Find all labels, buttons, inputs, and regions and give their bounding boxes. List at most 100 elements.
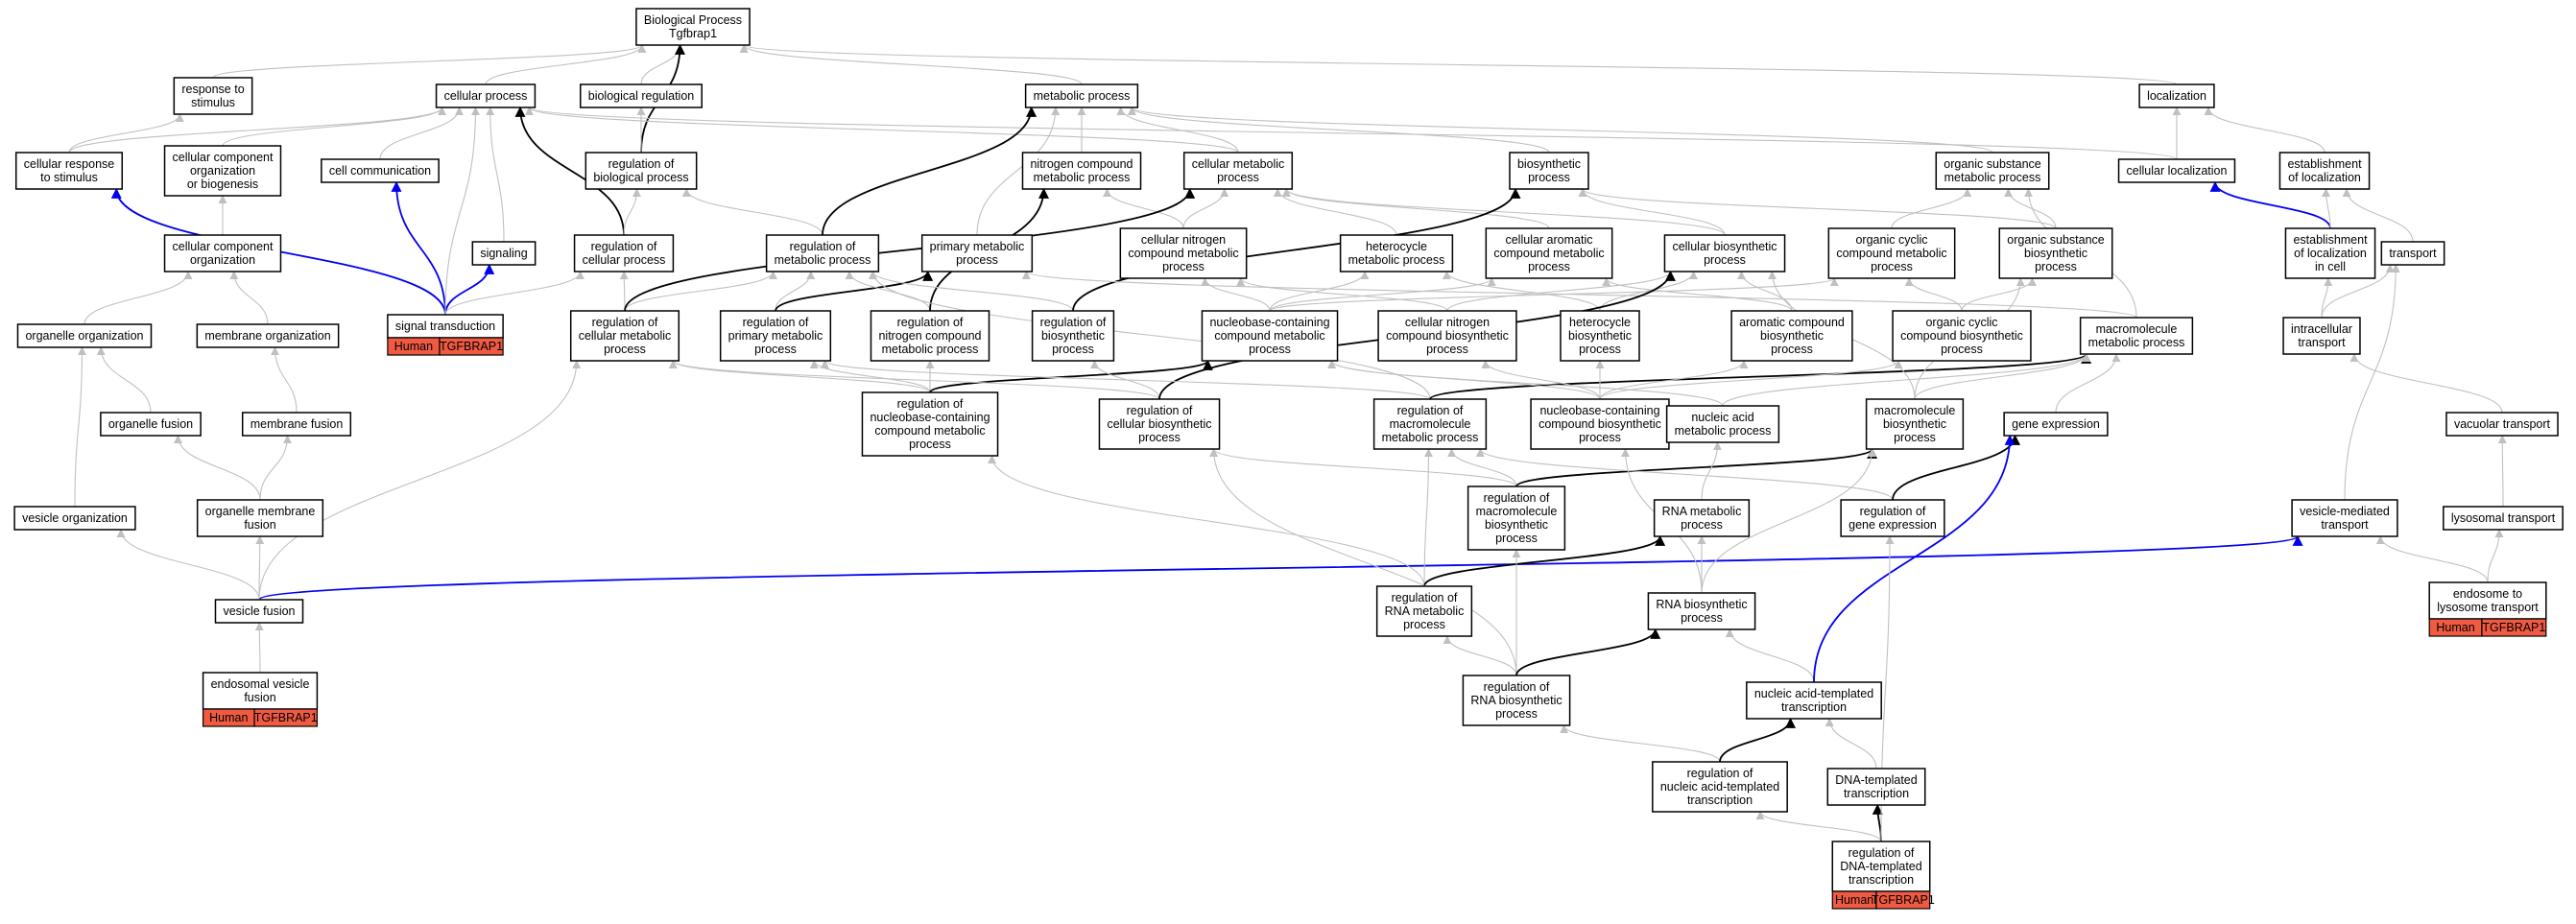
edge-regulation-of-cellular-biosynthetic-process-to-regulation-of-cellular-metabolic-process <box>668 360 1160 400</box>
node-cellular-localization[interactable]: cellular localization <box>2117 158 2236 183</box>
gene-tag-label: TGFBRAP1 <box>440 340 503 353</box>
node-box <box>435 83 537 108</box>
node-vesicle-fusion[interactable]: vesicle fusion <box>214 599 304 624</box>
node-label-line: process <box>1579 343 1621 356</box>
node-cellular-process[interactable]: cellular process <box>435 83 537 108</box>
node-label-line: cellular localization <box>2127 164 2228 178</box>
node-metabolic-process[interactable]: metabolic process <box>1024 83 1139 108</box>
node-label-line: fusion <box>244 691 275 704</box>
node-box <box>1746 681 1882 720</box>
node-regulation-of-macromolecule-biosynthetic-process[interactable]: regulation ofmacromoleculebiosyntheticpr… <box>1467 486 1566 551</box>
edge-regulation-of-rna-metabolic-process-to-regulation-of-nucleobase-containing-compound-metabolic-process <box>988 455 1425 587</box>
node-label-line: signaling <box>480 247 527 260</box>
edge-organelle-membrane-fusion-to-membrane-fusion <box>259 435 292 501</box>
node-box <box>163 145 282 197</box>
node-vesicle-organization[interactable]: vesicle organization <box>13 506 136 531</box>
node-lysosomal-transport[interactable]: lysosomal transport <box>2443 506 2564 531</box>
node-label-line: to stimulus <box>40 171 98 184</box>
node-label-line: organization <box>190 164 255 178</box>
node-membrane-fusion[interactable]: membrane fusion <box>241 412 352 437</box>
node-vacuolar-transport[interactable]: vacuolar transport <box>2445 412 2559 437</box>
node-gene-expression[interactable]: gene expression <box>2003 412 2109 437</box>
node-label-line: of localization <box>2294 247 2367 260</box>
edge-response-to-stimulus-to-biological-process <box>212 44 647 79</box>
node-membrane-organization[interactable]: membrane organization <box>196 323 340 348</box>
node-organelle-fusion[interactable]: organelle fusion <box>100 412 202 437</box>
node-box <box>2282 317 2361 355</box>
edge-nucleic-acid-templated-transcription-to-rna-biosynthetic-process <box>1725 628 1815 683</box>
edge-organic-substance-metabolic-process-to-metabolic-process <box>1128 107 1993 154</box>
node-label-line: organic substance <box>2007 233 2105 247</box>
node-localization[interactable]: localization <box>2138 83 2215 108</box>
node-label-line: process <box>2035 260 2077 273</box>
node-box <box>13 506 136 531</box>
node-label-line: stimulus <box>191 96 235 109</box>
node-transport[interactable]: transport <box>2380 241 2445 266</box>
node-signaling[interactable]: signaling <box>471 241 537 266</box>
gene-tag <box>253 708 319 727</box>
node-label-line: vesicle organization <box>22 511 128 525</box>
node-regulation-of-dna-templated-transcription[interactable]: regulation ofDNA-templatedtranscriptionH… <box>1831 841 1935 910</box>
node-cell-communication[interactable]: cell communication <box>321 158 440 183</box>
node-label-line: compound biosynthetic <box>1900 329 2023 343</box>
node-organelle-organization[interactable]: organelle organization <box>16 323 153 348</box>
node-regulation-of-nucleobase-containing-compound-metabolic-process[interactable]: regulation ofnucleobase-containingcompou… <box>861 391 999 457</box>
edge-vacuolar-transport-to-intracellular-transport <box>2349 353 2503 414</box>
node-biological-regulation[interactable]: biological regulation <box>580 83 703 108</box>
edge-regulation-of-gene-expression-to-regulation-of-macromolecule-metabolic-process <box>1476 448 1894 501</box>
edge-metabolic-process-to-biological-process <box>739 44 1083 85</box>
node-box <box>1377 310 1517 362</box>
node-box <box>1831 841 1931 892</box>
